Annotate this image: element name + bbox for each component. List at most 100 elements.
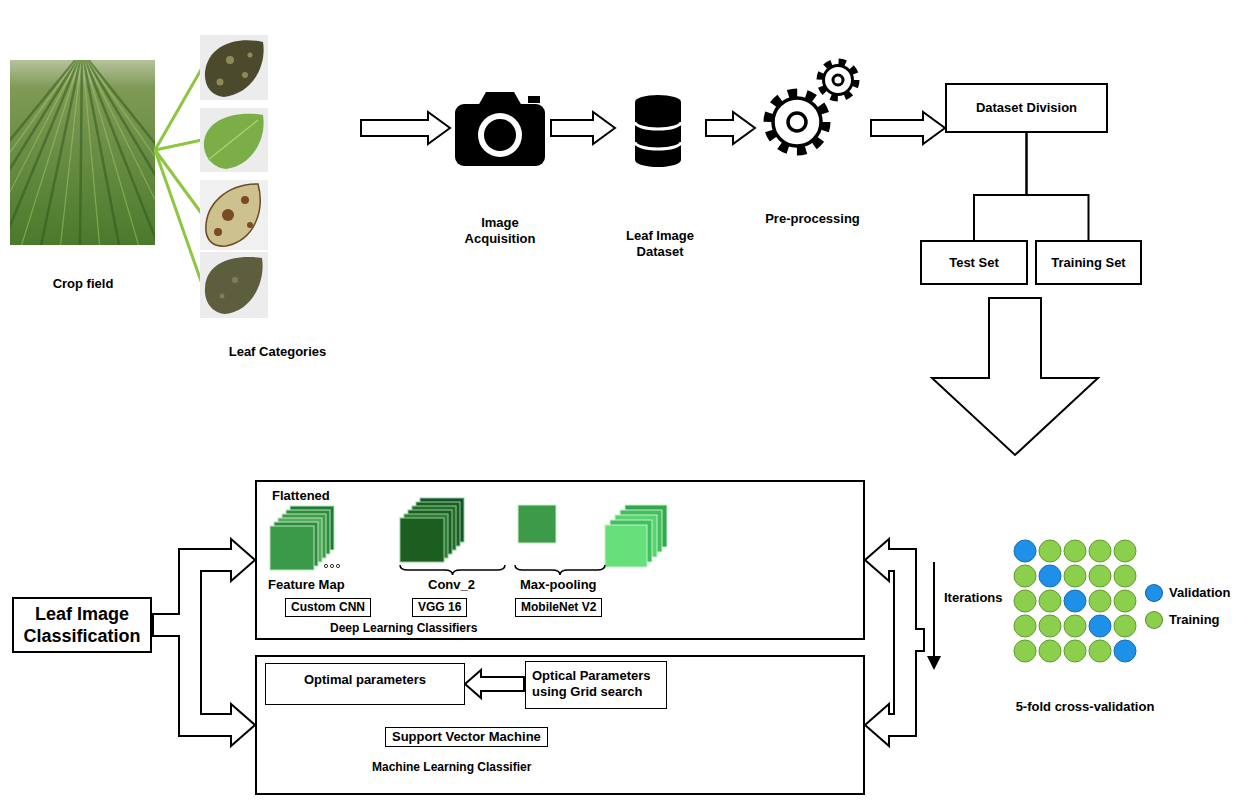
arrow-head: [428, 112, 450, 144]
crop-field-photo: [60, 60, 82, 245]
arrow-fill: [887, 560, 923, 640]
leaf-photo: [200, 35, 268, 318]
fold-grid: [1089, 640, 1111, 662]
fold-grid: [1089, 590, 1111, 612]
leaf-photo: [242, 72, 248, 78]
model-box: MobileNet V2: [515, 598, 602, 617]
part-label: Flattened: [272, 488, 330, 504]
process-box: Training Set: [1035, 240, 1142, 285]
box-label: Leaf Image Classification: [20, 603, 144, 647]
crop-field-photo: [40, 60, 82, 245]
process-box: Test Set: [920, 240, 1028, 285]
crop-field-photo: [82, 60, 155, 245]
gears-icon: [820, 62, 856, 98]
box-label: Optical Parameters using Grid search: [532, 668, 660, 700]
iteration-arrow: [927, 656, 941, 670]
process-box: Leaf Image Classification: [12, 597, 152, 653]
camera-icon: [455, 104, 545, 166]
leaf-photo: [217, 79, 224, 86]
fold-grid: [1114, 540, 1136, 562]
fold-grid: [1064, 540, 1086, 562]
leaf-photo: [204, 114, 264, 169]
fold-grid: [1014, 540, 1136, 662]
database-node: Leaf Image Dataset: [615, 90, 705, 260]
ellipsis-dots: [330, 564, 333, 567]
leaf-link-line: [155, 150, 202, 214]
arrow-fill: [887, 640, 923, 725]
crop-field-photo: [82, 60, 155, 245]
crop-field-photo: [82, 60, 155, 245]
box-label: Training Set: [1051, 255, 1125, 271]
fold-grid: [1064, 640, 1086, 662]
fold-grid: [1014, 615, 1036, 637]
gears-icon: [768, 93, 826, 151]
arrow-fill: [362, 121, 430, 135]
gears-icon: [768, 62, 856, 151]
feature-map-stack: [270, 526, 314, 570]
camera-icon: [478, 113, 522, 157]
part-label: Feature Map: [268, 577, 345, 593]
arrow-head: [923, 112, 945, 144]
brace: [400, 565, 605, 575]
caption: Crop field: [53, 276, 114, 292]
legend-item: Training: [1145, 611, 1220, 629]
process-box: Optimal parameters: [265, 663, 465, 705]
arrow-fill: [552, 121, 595, 135]
arrow-fill-group: [154, 128, 925, 725]
model-box: Custom CNN: [285, 598, 371, 617]
crop-field-photo: [82, 60, 155, 245]
leaf-photo: [205, 257, 263, 314]
fold-grid: [1014, 565, 1036, 587]
box-label: Custom CNN: [291, 600, 365, 615]
arrow-fill: [479, 678, 523, 690]
leaf-photo: [200, 35, 268, 100]
gears-icon: [788, 113, 806, 131]
fold-grid: [1039, 540, 1061, 562]
arrow-fill: [872, 121, 925, 135]
ellipsis-dots: [324, 564, 339, 567]
ellipsis-dots: [336, 564, 339, 567]
leaf-photo: [200, 180, 268, 250]
crop-field-photo: [82, 60, 100, 245]
feature-map-stack: [270, 506, 334, 570]
gear-node: Pre-processing: [755, 45, 870, 227]
ellipsis-dots: [324, 564, 327, 567]
database-icon: [635, 102, 681, 160]
part-label: Iterations: [944, 590, 1003, 606]
part-label: Max-pooling: [520, 577, 597, 593]
legend-item: Validation: [1145, 584, 1230, 602]
fold-grid: [1014, 640, 1036, 662]
leaf-photo: [226, 56, 234, 64]
connector-group: [152, 128, 1089, 725]
conv-stack: [400, 518, 444, 562]
fold-grid: [1114, 590, 1136, 612]
camera-icon: [455, 92, 545, 166]
fold-grid: [1064, 615, 1086, 637]
pooling-stack: [518, 505, 667, 567]
leaf-photo: [205, 40, 264, 97]
crop-field-photo: [10, 60, 155, 245]
camera-icon: [484, 119, 516, 151]
arrow-fill: [707, 121, 735, 135]
fold-grid: [1064, 590, 1086, 612]
leaf-link-line: [155, 68, 202, 284]
fold-grid: [1114, 640, 1136, 662]
iteration-arrow: [933, 562, 935, 658]
database-icon: [635, 153, 681, 167]
part-label: Conv_2: [428, 577, 475, 593]
arrow-head: [465, 670, 481, 698]
legend-label: Training: [1169, 611, 1220, 629]
gears-icon: [824, 66, 853, 95]
flow-arrow: [932, 298, 1098, 455]
crop-field-photo: [80, 60, 82, 245]
group-title: Deep Learning Classifiers: [330, 621, 477, 636]
leaf-photo: [220, 294, 225, 299]
arrow-fill: [154, 625, 233, 725]
database-icon: [635, 142, 681, 149]
fold-grid: [1114, 565, 1136, 587]
caption: Image Acquisition: [450, 215, 550, 247]
legend-swatch: [1145, 584, 1163, 602]
fold-grid: [1114, 615, 1136, 637]
fold-grid: [1089, 565, 1111, 587]
camera-icon: [478, 92, 522, 106]
